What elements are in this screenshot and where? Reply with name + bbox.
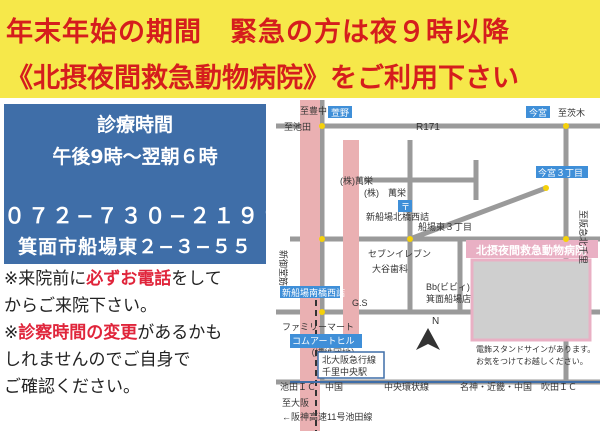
label-hospital: 北摂夜間救急動物病院 (476, 243, 586, 257)
label-kita-osaka: 北大阪急行線 (322, 354, 376, 365)
hours-time: 午後9時〜翌朝６時 (52, 146, 218, 168)
traffic-lights (319, 123, 569, 315)
banner: 年末年始の期間 緊急の方は夜９時以降 《北摂夜間救急動物病院》をご利用下さい (0, 0, 600, 98)
highway-2 (343, 140, 359, 340)
label-imamiya3: 今宮３丁目 (538, 167, 583, 178)
note-line-3: ※診察時間の変更があるかも (4, 323, 223, 343)
post-office (398, 200, 412, 212)
label-gs: G.S (352, 298, 368, 308)
label-daiyou: 大谷歯科 (372, 263, 408, 274)
label-north: N (432, 316, 439, 327)
label-r171: R171 (416, 122, 440, 133)
address: 箕面市船場東２−３−５５ (18, 236, 252, 258)
highway-shinmido (300, 100, 320, 431)
label-kayano-co: (株)萬栄 (340, 175, 373, 186)
label-shinmido: 新御堂筋 (278, 250, 289, 286)
hospital-photo (470, 258, 592, 342)
label-shiuji: 至阪急北千里 (578, 210, 589, 264)
senri-box (317, 351, 385, 379)
label-meishin: 名神・近畿・中国 吹田ＩＣ (460, 381, 577, 392)
access-map: 至豊中 萱野 今宮 至茨木 至池田 R171 今宮３丁目 (株)萬栄 (株) 萬… (276, 100, 600, 431)
note-line-4: しれませんのでご自身で (4, 350, 191, 370)
kayano-badge (328, 106, 352, 118)
label-seven: セブンイレブン (368, 248, 431, 259)
hospital-name-bar (466, 240, 598, 258)
note-line-2: からご来院下さい。 (4, 296, 157, 316)
label-funaba-kita: 新船場北橋西詰 (366, 211, 429, 222)
note-line-1: ※来院前に必ずお電話をして (4, 269, 222, 289)
hours-box: 診療時間 午後9時〜翌朝６時 ０７２−７３０−２１９９ 箕面市船場東２−３−５５ (4, 104, 286, 264)
label-bibiti: Bb(ビビィ) (426, 282, 470, 292)
label-funaba-minami: 新船場南橋西詰 (282, 287, 345, 298)
phone-number[interactable]: ０７２−７３０−２１９９ (4, 204, 286, 228)
label-ikeda-ic: 池田ＩＣ 中国 (280, 381, 343, 392)
komuart-badge (290, 334, 362, 348)
label-post: 〒 (401, 202, 410, 212)
label-sign: 電飾スタンドサインがあります。 (476, 344, 595, 354)
label-kayano-badge: 萱野 (331, 107, 349, 118)
label-shitei: 至豊中 (300, 105, 327, 116)
notes: ※来院前に必ずお電話をして からご来院下さい。 ※診察時間の変更があるかも しれ… (4, 266, 274, 401)
label-osaka: 至大阪 (282, 397, 309, 408)
north-arrow-icon (416, 328, 440, 350)
label-hanshin: ←阪神高速11号池田線 (282, 411, 372, 422)
imamiya3-badge (536, 166, 588, 178)
funaba-minami-badge (280, 286, 340, 298)
label-chuo: 中央環状線 (384, 381, 429, 392)
label-family: ファミリーマート (282, 322, 354, 332)
label-bank: (株) 萬栄 (364, 187, 406, 198)
label-imamiya-badge: 今宮 (529, 107, 547, 118)
label-bibiti2: 箕面船場店 (426, 293, 471, 304)
label-ikeda: 至池田 (284, 121, 311, 132)
label-komuart: コムアートヒル (292, 336, 354, 346)
imamiya-badge (526, 106, 550, 118)
hours-title: 診療時間 (96, 114, 173, 136)
banner-line-1: 年末年始の期間 緊急の方は夜９時以降 (6, 17, 510, 48)
label-senri: 千里中央駅 (322, 366, 367, 377)
label-funaba3: 船場東３丁目 (418, 221, 472, 232)
label-sign2: お気をつけてお越しください。 (476, 356, 588, 366)
note-line-5: ご確認ください。 (4, 377, 140, 397)
banner-line-2: 《北摂夜間救急動物病院》をご利用下さい (6, 63, 519, 94)
label-shimaki: 至茨木 (558, 107, 585, 118)
